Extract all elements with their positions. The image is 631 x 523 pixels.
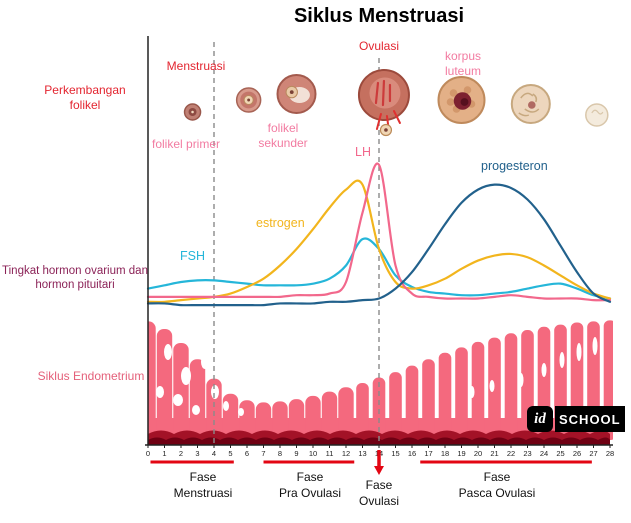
day-tick-label: 10 (309, 449, 317, 458)
day-tick-label: 7 (261, 449, 265, 458)
day-tick-label: 28 (606, 449, 614, 458)
logo-school-badge: SCHOOL (555, 406, 625, 432)
day-tick-label: 9 (294, 449, 298, 458)
day-tick-label: 12 (342, 449, 350, 458)
curve-label-progesteron: progesteron (481, 159, 548, 173)
phase-label-pasca-ovulasi: Fase Pasca Ovulasi (458, 470, 536, 501)
row-label-siklus-endometrium: Siklus Endometrium (37, 369, 145, 383)
day-tick-label: 2 (179, 449, 183, 458)
day-tick-label: 26 (573, 449, 581, 458)
phase-label-pra-ovulasi: Fase Pra Ovulasi (278, 470, 342, 501)
illustration-folikel-primer (235, 87, 262, 113)
endometrium-graphic (148, 320, 613, 445)
day-tick-label: 4 (212, 449, 216, 458)
ovulation-arrowhead (374, 466, 384, 475)
logo-id-badge: id (527, 406, 553, 432)
day-tick-label: 5 (228, 449, 232, 458)
stage-label-folikel-primer: folikel primer (152, 137, 221, 151)
illustration-folikel-ovulasi (357, 69, 410, 137)
day-tick-label: 22 (507, 449, 515, 458)
stage-label-folikel-sekunder: folikel sekunder (258, 121, 308, 150)
day-tick-label: 17 (424, 449, 432, 458)
day-tick-label: 25 (556, 449, 564, 458)
stage-label-menstruasi: Menstruasi (166, 59, 226, 73)
day-tick-label: 1 (162, 449, 166, 458)
illustration-korpus-albicans (585, 103, 609, 127)
day-tick-label: 8 (278, 449, 282, 458)
illustration-korpus-luteum-regresi (510, 84, 551, 124)
hormone-curve-estrogen (146, 179, 612, 304)
illustration-folikel-primer-kecil (183, 103, 202, 121)
day-tick-label: 0 (146, 449, 150, 458)
day-tick-label: 3 (195, 449, 199, 458)
phase-label-ovulasi: Fase Ovulasi (358, 478, 399, 509)
row-label-perkembangan-folikel: Perkembangan folikel (44, 83, 126, 112)
day-tick-label: 24 (540, 449, 548, 458)
illustration-korpus-luteum (437, 76, 486, 124)
stage-label-ovulasi: Ovulasi (358, 39, 399, 53)
day-tick-label: 27 (589, 449, 597, 458)
day-tick-label: 16 (408, 449, 416, 458)
day-tick-label: 18 (441, 449, 449, 458)
phase-label-menstruasi: Fase Menstruasi (173, 470, 233, 501)
curve-label-fsh: FSH (180, 249, 205, 263)
illustration-folikel-sekunder (276, 74, 317, 114)
day-tick-label: 20 (474, 449, 482, 458)
day-tick-label: 15 (391, 449, 399, 458)
hormone-curve-lh (146, 162, 612, 302)
curve-label-estrogen: estrogen (256, 216, 305, 230)
day-tick-label: 23 (523, 449, 531, 458)
day-tick-label: 11 (326, 449, 334, 458)
axes: 0123456789101112131415161718192021222324… (145, 36, 614, 458)
idschool-logo: id SCHOOL (527, 406, 625, 432)
hormone-curve-progesteron (146, 183, 612, 307)
day-tick-label: 19 (457, 449, 465, 458)
day-tick-label: 21 (490, 449, 498, 458)
day-tick-label: 6 (245, 449, 249, 458)
stage-label-korpus-luteum: korpus luteum (444, 49, 482, 78)
row-label-tingkat-hormon: Tingkat hormon ovarium dan hormon pituit… (2, 265, 148, 292)
curve-label-lh: LH (355, 145, 371, 159)
page-title: Siklus Menstruasi (293, 5, 465, 27)
day-tick-label: 13 (358, 449, 366, 458)
